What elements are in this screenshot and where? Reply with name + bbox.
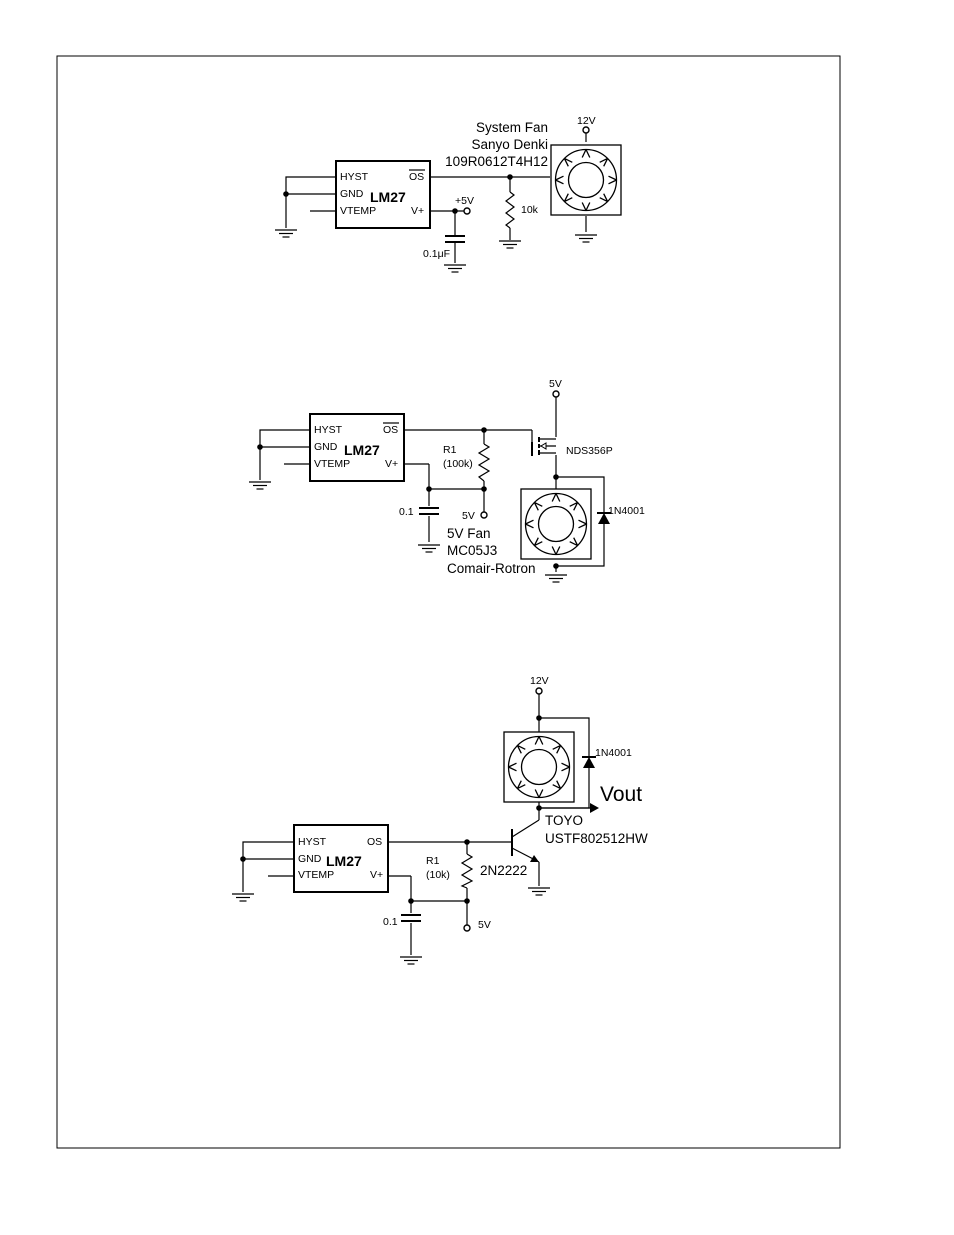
fan-label-line1: System Fan xyxy=(476,120,548,135)
supply-terminal-mosfet-5v xyxy=(553,391,559,397)
ground-symbol-1b xyxy=(444,265,466,272)
fan-supply-label-1: 12V xyxy=(577,115,596,127)
diode-3 xyxy=(582,757,596,768)
diode-label-2: 1N4001 xyxy=(608,505,645,517)
ground-symbol-3c xyxy=(528,888,550,895)
capacitor-3 xyxy=(401,915,421,921)
resistor-value-3: (10k) xyxy=(426,869,450,881)
pin-hyst-3: HYST xyxy=(298,836,327,848)
circuit-5v-fan: HYST GND LM27 VTEMP OS V+ xyxy=(249,378,645,582)
mosfet-nds356p xyxy=(532,437,556,456)
vout-arrow xyxy=(590,803,599,813)
capacitor-label-2: 0.1 xyxy=(399,506,414,518)
transistor-2n2222 xyxy=(512,812,539,862)
ground-symbol-2a xyxy=(249,482,271,489)
capacitor-label-1: 0.1μF xyxy=(423,248,450,260)
supply-5v-label-3: 5V xyxy=(478,919,491,931)
fan-label-3-line2: USTF802512HW xyxy=(545,831,648,846)
capacitor-label-3: 0.1 xyxy=(383,916,398,928)
pin-vtemp-1: VTEMP xyxy=(340,205,376,217)
capacitor-1 xyxy=(445,236,465,242)
diode-label-3: 1N4001 xyxy=(595,747,632,759)
mosfet-supply-label: 5V xyxy=(549,378,562,390)
pin-vplus-1: V+ xyxy=(411,205,424,217)
pin-vplus-3: V+ xyxy=(370,869,383,881)
resistor-100k xyxy=(479,444,489,481)
supply-terminal-12v-1 xyxy=(583,127,589,133)
pin-vtemp-2: VTEMP xyxy=(314,458,350,470)
pin-os-3: OS xyxy=(367,836,382,848)
fan-12v-icon xyxy=(504,732,574,802)
pin-hyst-1: HYST xyxy=(340,171,369,183)
circuit-system-fan: HYST GND LM27 VTEMP OS V+ +5V xyxy=(275,115,621,272)
chip-name-1: LM27 xyxy=(370,189,406,205)
mosfet-label: NDS356P xyxy=(566,445,613,457)
chip-name-3: LM27 xyxy=(326,853,362,869)
supply-terminal-5v-2 xyxy=(481,512,487,518)
ground-symbol-3a xyxy=(232,894,254,901)
fan-supply-label-3: 12V xyxy=(530,675,549,687)
resistor-label-1: 10k xyxy=(521,204,539,216)
fan-label-2-line3: Comair-Rotron xyxy=(447,561,536,576)
supply-terminal-12v-3 xyxy=(536,688,542,694)
chip-name-2: LM27 xyxy=(344,442,380,458)
capacitor-2 xyxy=(419,508,439,514)
fan-label-3-line1: TOYO xyxy=(545,813,583,828)
fan-label-line3: 109R0612T4H12 xyxy=(445,154,548,169)
pin-os-2: OS xyxy=(383,424,398,436)
page-border xyxy=(57,56,840,1148)
ground-symbol-1d xyxy=(575,235,597,242)
resistor-name-3: R1 xyxy=(426,855,440,867)
resistor-value-2: (100k) xyxy=(443,458,473,470)
ground-symbol-2b xyxy=(418,545,440,552)
system-fan-icon xyxy=(551,145,621,215)
resistor-name-2: R1 xyxy=(443,444,457,456)
pin-vtemp-3: VTEMP xyxy=(298,869,334,881)
supply-terminal-5v-3 xyxy=(464,925,470,931)
supply-terminal-5v-1 xyxy=(464,208,470,214)
circuit-12v-fan-transistor: HYST GND LM27 VTEMP OS V+ xyxy=(232,675,648,964)
pin-gnd-2: GND xyxy=(314,441,338,453)
pin-vplus-2: V+ xyxy=(385,458,398,470)
pin-gnd-1: GND xyxy=(340,188,364,200)
pin-hyst-2: HYST xyxy=(314,424,343,436)
fan-5v-icon xyxy=(521,489,591,559)
vout-label: Vout xyxy=(600,783,642,806)
fan-label-2-line2: MC05J3 xyxy=(447,543,497,558)
transistor-label: 2N2222 xyxy=(480,863,527,878)
pin-os-1: OS xyxy=(409,171,424,183)
pin-gnd-3: GND xyxy=(298,853,322,865)
fan-label-line2: Sanyo Denki xyxy=(471,137,548,152)
supply-5v-label-2: 5V xyxy=(462,510,475,522)
resistor-10k-3 xyxy=(462,854,472,888)
ground-symbol-1a xyxy=(275,230,297,237)
resistor-10k xyxy=(506,192,514,228)
ground-symbol-3b xyxy=(400,957,422,964)
ground-symbol-2c xyxy=(545,575,567,582)
supply-5v-label-1: +5V xyxy=(455,195,474,207)
fan-label-2-line1: 5V Fan xyxy=(447,526,491,541)
ground-symbol-1c xyxy=(499,241,521,248)
